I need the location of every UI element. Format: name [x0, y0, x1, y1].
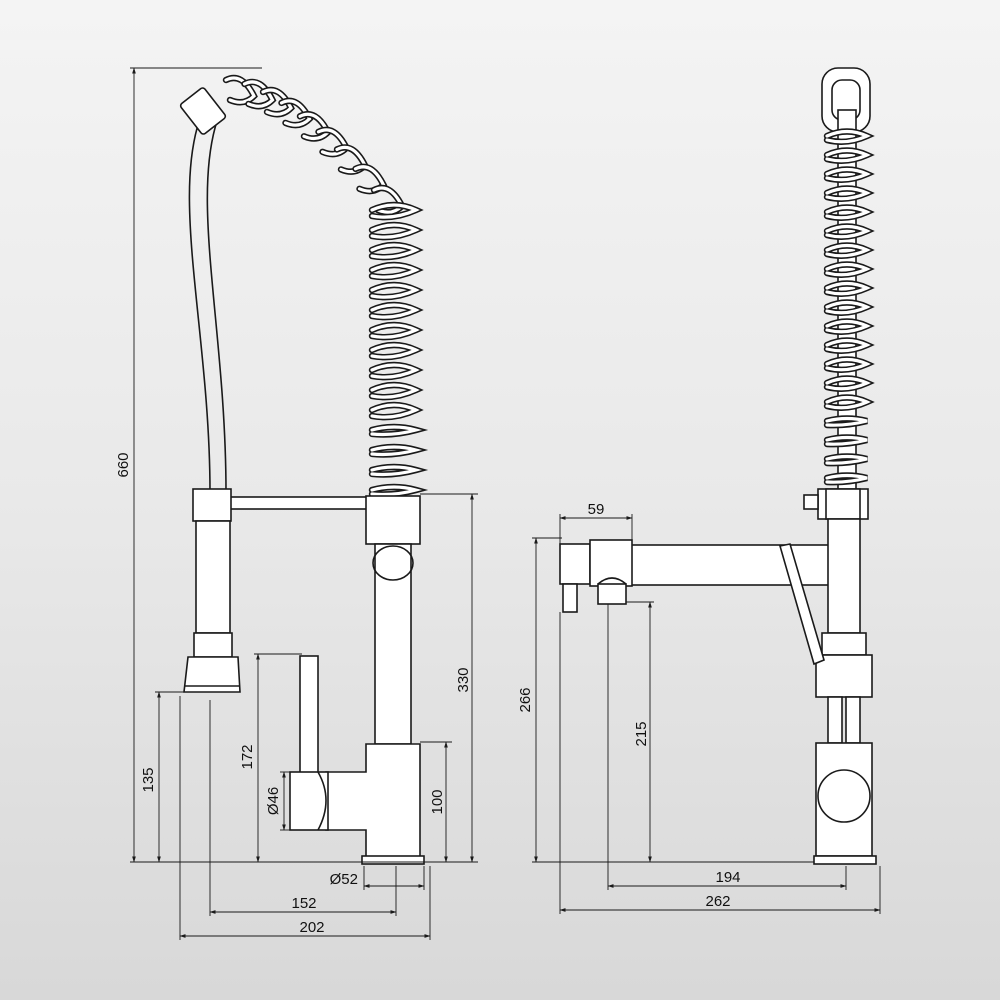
- spring-coil-turn-highlight: [825, 357, 871, 372]
- spring-coil-turn-highlight: [825, 473, 868, 484]
- spring-coil-turn-highlight: [370, 323, 420, 339]
- spring-coil-turn-highlight: [825, 319, 871, 334]
- spring-coil-turn-highlight: [370, 223, 420, 239]
- spring-coil-turn-highlight: [370, 263, 420, 279]
- dim-660-label: 660: [115, 452, 132, 477]
- front-hose: [188, 107, 211, 493]
- spring-coil-turn-highlight: [370, 203, 420, 219]
- spring-coil-turn-highlight: [825, 281, 871, 296]
- front-spray-head: [179, 87, 227, 135]
- side-collar-knob: [803, 494, 819, 510]
- side-spout-outlet: [597, 583, 627, 605]
- dim-215-label: 215: [633, 721, 650, 746]
- side-dimensions: 59 266 215 194 262: [517, 501, 881, 914]
- side-view: [559, 67, 877, 865]
- dim-202-label: 202: [299, 919, 324, 936]
- spring-coil-turn-highlight: [825, 224, 871, 239]
- spring-coil-turn-highlight: [825, 167, 871, 182]
- spring-coil-turn-highlight: [370, 445, 423, 457]
- spring-coil-turn-highlight: [825, 262, 871, 277]
- dim-194-label: 194: [715, 869, 740, 886]
- spring-coil-turn-highlight: [825, 186, 871, 201]
- spring-coil-turn-highlight: [825, 416, 868, 427]
- spring-coil-turn-highlight: [242, 80, 275, 108]
- spring-coil-turn-highlight: [370, 403, 420, 419]
- spring-coil-turn-highlight: [224, 76, 256, 104]
- spring-coil-turn-highlight: [825, 243, 871, 258]
- front-spring-coil: [222, 74, 429, 498]
- spring-coil-turn-highlight: [825, 395, 871, 410]
- spring-coil-turn-highlight: [279, 99, 312, 127]
- spring-coil-turn-highlight: [370, 485, 423, 497]
- dim-266-label: 266: [517, 687, 534, 712]
- spring-coil-turn-highlight: [825, 454, 868, 465]
- front-view: [179, 74, 429, 865]
- dim-330-label: 330: [455, 667, 472, 692]
- side-lever-handle: [778, 543, 825, 666]
- spring-coil-turn-highlight: [825, 376, 871, 391]
- spring-coil-turn-highlight: [825, 435, 868, 446]
- side-spring-coil: [823, 128, 875, 486]
- front-spout-nut: [193, 632, 233, 658]
- front-hose-inner: [206, 117, 227, 493]
- dim-52-label: Ø52: [330, 871, 358, 888]
- spring-coil-turn-highlight: [261, 88, 293, 116]
- front-holder-collar: [192, 488, 232, 522]
- spring-coil-turn-highlight: [370, 243, 420, 259]
- front-column-tube: [374, 543, 412, 745]
- front-spout-nozzle: [183, 656, 241, 693]
- dim-135-label: 135: [140, 767, 157, 792]
- spring-coil-turn-highlight: [370, 383, 420, 399]
- front-dimensions: 660 135 172 Ø46 330 100 Ø52 152: [115, 67, 478, 940]
- front-spout-tube: [195, 520, 231, 634]
- front-column-block: [365, 495, 421, 545]
- dim-59-label: 59: [588, 501, 605, 518]
- spring-coil-turn-highlight: [370, 303, 420, 319]
- spring-coil-turn-highlight: [825, 300, 871, 315]
- spring-coil-turn-highlight: [825, 148, 871, 163]
- spring-coil-turn-highlight: [825, 338, 871, 353]
- spring-coil-turn-highlight: [370, 425, 423, 437]
- dim-46-label: Ø46: [265, 787, 282, 815]
- front-base-plate: [361, 855, 425, 865]
- spring-coil-turn-highlight: [370, 363, 420, 379]
- side-column-nut: [815, 654, 873, 698]
- front-lever-handle: [299, 655, 319, 775]
- side-mixer-knob: [817, 769, 871, 823]
- dim-172-label: 172: [239, 744, 256, 769]
- dim-262-label: 262: [705, 893, 730, 910]
- side-base-plate: [813, 855, 877, 865]
- front-connecting-bar: [227, 496, 371, 510]
- front-mixer-body: [325, 743, 421, 859]
- side-column: [827, 518, 861, 634]
- spring-coil-turn-highlight: [370, 343, 420, 359]
- spring-coil-turn-highlight: [825, 205, 871, 220]
- spring-coil-turn-highlight: [825, 129, 871, 144]
- side-swivel-block: [559, 543, 591, 585]
- spring-coil-turn-highlight: [370, 465, 423, 477]
- dim-100-label: 100: [429, 789, 446, 814]
- dim-152-label: 152: [291, 895, 316, 912]
- spring-coil-turn-highlight: [370, 283, 420, 299]
